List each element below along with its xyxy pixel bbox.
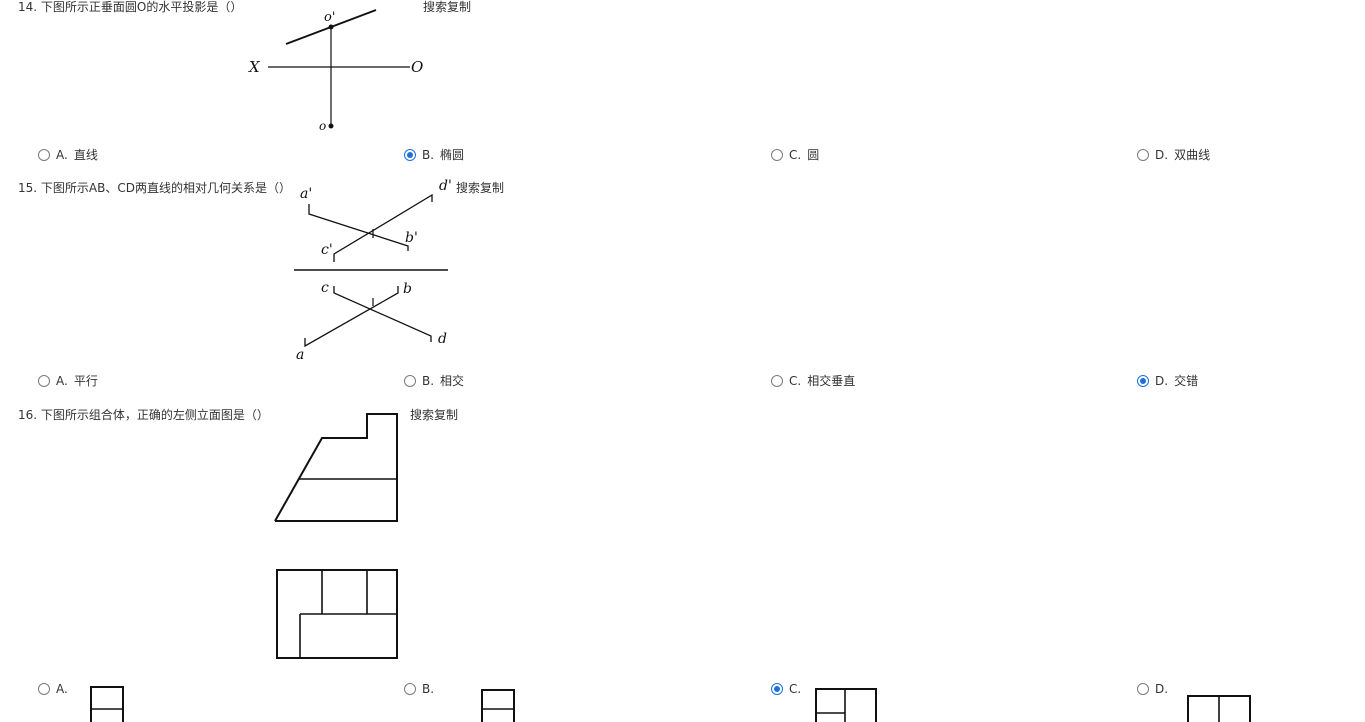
radio-icon[interactable] <box>38 683 50 695</box>
q14-label-o-prime: o' <box>324 10 335 25</box>
q15-label-b: b <box>403 281 412 297</box>
question-16-option-d-figure[interactable] <box>1186 694 1254 722</box>
question-16-option-b-figure[interactable] <box>480 688 518 722</box>
q15-label-d: d <box>438 331 447 347</box>
question-14-title: 14. 下图所示正垂面圆O的水平投影是（） <box>18 0 243 14</box>
radio-icon[interactable] <box>1137 683 1149 695</box>
q15-line-c-d <box>333 286 432 342</box>
question-15-search-copy-link[interactable]: 搜索复制 <box>456 181 505 195</box>
q14-point-o <box>328 123 334 129</box>
question-15-title: 15. 下图所示AB、CD两直线的相对几何关系是（） <box>18 181 291 195</box>
q14-label-axis-end: O <box>411 58 423 76</box>
question-15-option-c[interactable]: C. 相交垂直 <box>771 372 855 389</box>
question-14-option-b[interactable]: B. 椭圆 <box>404 146 464 163</box>
question-16-option-c-figure[interactable] <box>814 687 880 722</box>
question-15-option-b[interactable]: B. 相交 <box>404 372 464 389</box>
question-14-figure: o' X O o <box>248 9 423 133</box>
q15-line-a-prime-b-prime <box>308 204 409 251</box>
question-14-option-c[interactable]: C. 圆 <box>771 146 819 163</box>
radio-icon[interactable] <box>771 148 783 161</box>
question-15-figure: a' d' c' b' c b a d <box>294 178 452 363</box>
radio-icon[interactable] <box>404 683 416 695</box>
question-16-option-a[interactable]: A. <box>38 682 68 696</box>
question-15-option-d[interactable]: D. 交错 <box>1137 372 1198 389</box>
question-15-option-a[interactable]: A. 平行 <box>38 372 98 389</box>
q16-front-view-outline <box>274 413 398 522</box>
question-16-option-d[interactable]: D. <box>1137 682 1168 696</box>
q15-label-a: a <box>296 347 304 363</box>
question-16-option-c[interactable]: C. <box>771 682 801 696</box>
radio-icon[interactable] <box>771 374 783 387</box>
q15-line-a-b <box>304 286 399 348</box>
question-16-figure <box>274 413 398 659</box>
q15-label-a-prime: a' <box>300 186 312 202</box>
radio-checked-icon[interactable] <box>771 683 783 695</box>
question-14-option-d[interactable]: D. 双曲线 <box>1137 146 1210 163</box>
question-14-option-a[interactable]: A. 直线 <box>38 146 98 163</box>
q14-point-o-prime <box>328 24 334 30</box>
question-16-option-a-figure[interactable] <box>89 685 127 722</box>
question-16-search-copy-link[interactable]: 搜索复制 <box>410 408 459 422</box>
radio-icon[interactable] <box>1137 148 1149 161</box>
radio-icon[interactable] <box>38 148 50 161</box>
q14-label-x: X <box>248 58 261 76</box>
q15-label-b-prime: b' <box>405 230 418 246</box>
question-16-option-b[interactable]: B. <box>404 682 434 696</box>
radio-icon[interactable] <box>404 374 416 387</box>
radio-icon[interactable] <box>38 374 50 387</box>
question-16-title: 16. 下图所示组合体，正确的左侧立面图是（） <box>18 408 269 422</box>
q14-label-o: o <box>319 119 326 133</box>
q15-line-c-prime-d-prime <box>333 193 433 262</box>
radio-checked-icon[interactable] <box>404 148 416 161</box>
radio-checked-icon[interactable] <box>1137 374 1149 387</box>
q15-label-d-prime: d' <box>439 178 452 194</box>
q15-label-c: c <box>321 280 329 296</box>
q15-label-c-prime: c' <box>321 242 333 258</box>
question-14-search-copy-link[interactable]: 搜索复制 <box>423 0 472 14</box>
